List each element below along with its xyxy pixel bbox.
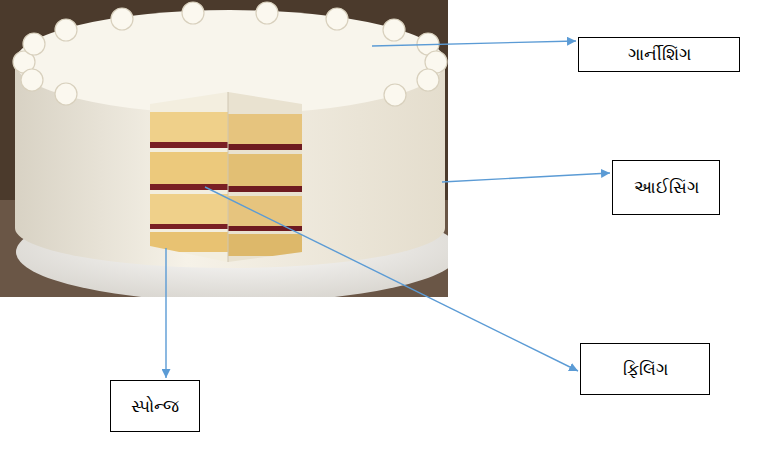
leader-line [372,41,576,46]
part-label: સ્પોન્જ [131,395,179,417]
label-box: સ્પોન્જ [110,380,200,432]
cake-illustration [0,0,448,297]
part-label: આઈસિંગ [634,176,699,198]
label-box: ફિલિંગ [580,343,710,395]
label-box: ગાર્નીશિંગ [578,37,740,72]
leader-lines [166,41,610,378]
part-label: ફિલિંગ [623,358,668,380]
label-box: આઈસિંગ [612,160,720,215]
part-label: ગાર્નીશિંગ [628,43,691,65]
leader-line [165,248,166,378]
leader-line [205,187,578,371]
leader-line [442,173,610,182]
